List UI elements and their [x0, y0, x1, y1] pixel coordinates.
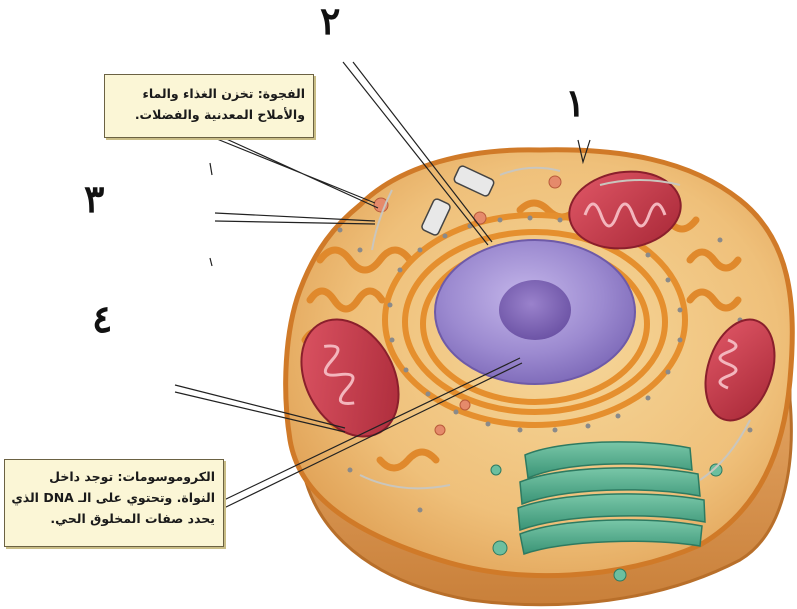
- chromosomes-callout: الكروموسومات: توجد داخل النواة. وتحتوي ع…: [4, 459, 224, 547]
- vacuole-callout-line2: والأملاح المعدنية والفضلات.: [113, 104, 305, 125]
- label-number-3: ٣: [84, 180, 104, 218]
- nucleolus: [499, 280, 571, 340]
- chromosomes-callout-line3: يحدد صفات المخلوق الحي.: [13, 508, 215, 529]
- vacuole-callout-line1: الفجوة: تخزن الغذاء والماء: [113, 83, 305, 104]
- label-number-2: ٢: [320, 2, 340, 40]
- label-number-1: ١: [565, 84, 585, 122]
- chromosomes-callout-line1: الكروموسومات: توجد داخل: [13, 466, 215, 487]
- chromosomes-callout-line2: النواة. وتحتوي على الـ DNA الذي: [13, 487, 215, 508]
- vacuole-callout: الفجوة: تخزن الغذاء والماء والأملاح المع…: [104, 74, 314, 138]
- label-number-4: ٤: [92, 300, 112, 338]
- pointer-vacuole: [212, 137, 378, 208]
